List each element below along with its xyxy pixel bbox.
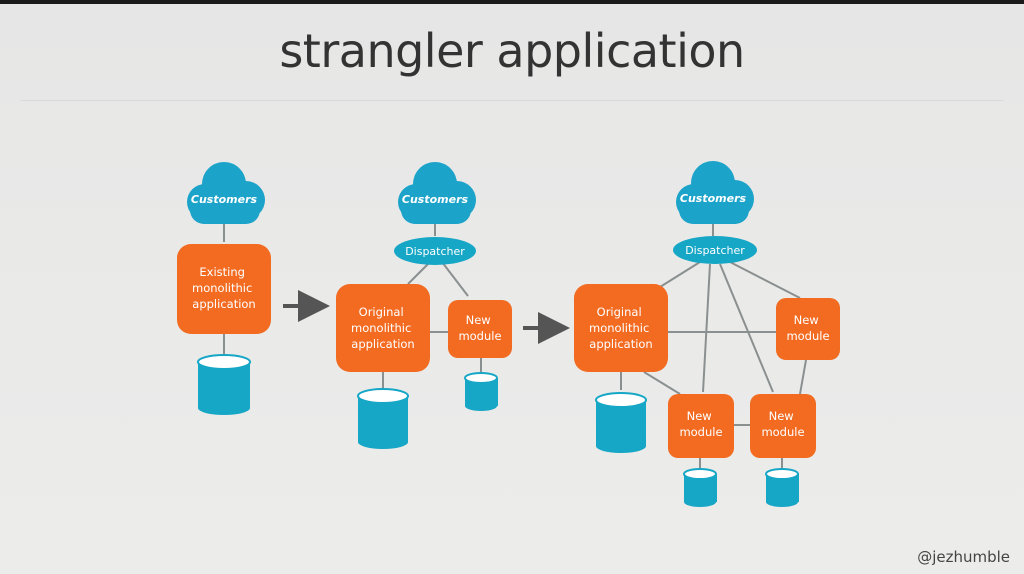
app-label: Original monolithic application	[589, 305, 653, 351]
module-label-line: module	[679, 425, 722, 439]
database-icon	[357, 388, 409, 449]
app-label-line: Original	[359, 305, 404, 319]
module-label-line: New	[769, 409, 794, 423]
connector-line	[441, 261, 469, 297]
dispatcher-shape	[394, 237, 476, 265]
connector-line	[729, 261, 801, 299]
module-label-line: New	[687, 409, 712, 423]
module-box-bottom-left	[668, 394, 734, 458]
connector-line	[659, 261, 701, 288]
slide: strangler application	[0, 4, 1024, 574]
app-label-line: application	[351, 337, 414, 351]
app-box	[336, 284, 430, 372]
diagram-strangled: Customers Dispatcher Original monolithic…	[574, 161, 840, 507]
dispatcher-label: Dispatcher	[685, 244, 745, 257]
connector-line	[799, 359, 807, 395]
connector-line	[719, 263, 774, 393]
database-icon	[464, 372, 498, 411]
cloud-icon	[398, 162, 476, 224]
module-box	[448, 300, 512, 358]
module-label-line: module	[786, 329, 829, 343]
connector-lines	[223, 220, 807, 470]
database-icon	[197, 354, 251, 415]
module-box-right	[776, 298, 840, 360]
app-label-line: monolithic	[351, 321, 411, 335]
app-label-line: monolithic	[589, 321, 649, 335]
diagram-intermediate: Customers Dispatcher Original monolithic…	[336, 162, 512, 449]
app-label-line: application	[589, 337, 652, 351]
app-label-line: Original	[597, 305, 642, 319]
module-label-line: New	[794, 313, 819, 327]
cloud-icon	[676, 161, 754, 224]
module-label: New module	[458, 313, 501, 343]
module-box-bottom-right	[750, 394, 816, 458]
connector-line	[643, 371, 681, 395]
module-label: New module	[761, 409, 804, 439]
database-icon	[765, 468, 799, 507]
module-label-line: module	[458, 329, 501, 343]
app-box	[177, 244, 271, 334]
app-label: Existing monolithic application	[192, 265, 256, 311]
app-label-line: Existing	[199, 265, 245, 279]
title-divider	[20, 100, 1004, 101]
app-label-line: application	[192, 297, 255, 311]
strangler-diagram: Customers Existing monolithic applicatio…	[177, 161, 840, 507]
module-label-line: module	[761, 425, 804, 439]
connector-line	[702, 263, 711, 393]
app-label-line: monolithic	[192, 281, 252, 295]
slide-title: strangler application	[279, 24, 745, 78]
diagram-existing: Customers Existing monolithic applicatio…	[177, 162, 271, 415]
customers-label: Customers	[402, 193, 469, 206]
app-box	[574, 284, 668, 372]
module-label-line: New	[466, 313, 491, 327]
app-label: Original monolithic application	[351, 305, 415, 351]
module-label: New module	[786, 313, 829, 343]
database-icon	[683, 468, 717, 507]
dispatcher-label: Dispatcher	[405, 245, 465, 258]
database-icon	[595, 392, 647, 453]
module-label: New module	[679, 409, 722, 439]
customers-label: Customers	[680, 192, 747, 205]
dispatcher-shape	[673, 236, 757, 264]
cloud-icon	[187, 162, 265, 224]
connector-line	[407, 261, 431, 285]
author-handle: @jezhumble	[917, 548, 1010, 566]
customers-label: Customers	[191, 193, 258, 206]
